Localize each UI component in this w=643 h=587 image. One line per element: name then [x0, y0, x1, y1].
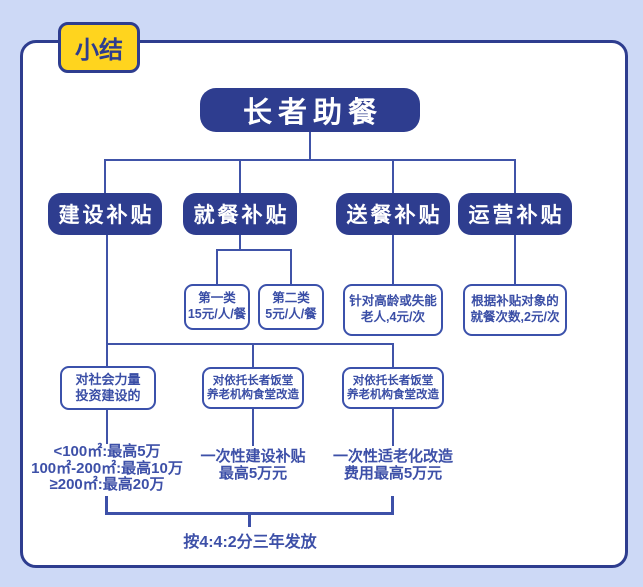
- bracket-line: [248, 512, 251, 527]
- connector-line: [216, 249, 292, 251]
- detail-line: 费用最高5万元: [343, 465, 443, 482]
- construction-canteen2-box: 对依托长者饭堂 养老机构食堂改造: [342, 367, 444, 409]
- summary-badge: 小结: [58, 22, 140, 73]
- main-title: 长者助餐: [200, 88, 420, 132]
- dining-category-2-line2: 5元/人/餐: [265, 307, 317, 321]
- connector-line: [239, 234, 241, 251]
- connector-line: [392, 343, 394, 367]
- dining-category-1-line2: 15元/人/餐: [187, 307, 247, 321]
- connector-line: [392, 408, 394, 446]
- construction-canteen1-line2: 养老机构食堂改造: [207, 389, 299, 401]
- branch-operation: 运营补贴: [458, 193, 572, 235]
- connector-line: [309, 130, 311, 160]
- construction-social-line2: 投资建设的: [75, 388, 141, 403]
- detail-line: 100㎡-200㎡:最高10万: [31, 459, 183, 477]
- payout-footnote: 按4:4:2分三年发放: [183, 534, 317, 551]
- connector-line: [106, 343, 394, 345]
- construction-canteen2-line1: 对依托长者饭堂: [352, 374, 434, 387]
- construction-canteen2-line2: 养老机构食堂改造: [347, 389, 439, 401]
- delivery-detail-line2: 老人,4元/次: [361, 310, 425, 324]
- bracket-line: [105, 496, 108, 515]
- delivery-detail-line1: 针对高龄或失能: [349, 294, 437, 309]
- bracket-line: [391, 496, 394, 515]
- connector-line: [392, 234, 394, 285]
- operation-detail-line1: 根据补贴对象的: [471, 294, 559, 309]
- branch-delivery: 送餐补贴: [336, 193, 450, 235]
- detail-line: 一次性适老化改造: [332, 448, 453, 465]
- connector-line: [216, 249, 218, 285]
- connector-line: [392, 159, 394, 194]
- dining-category-2-line1: 第二类: [272, 291, 310, 306]
- dining-category-1-box: 第一类 15元/人/餐: [184, 284, 250, 330]
- dining-category-1-line1: 第一类: [198, 291, 236, 306]
- connector-line: [106, 234, 108, 367]
- connector-line: [514, 159, 516, 194]
- connector-line: [252, 343, 254, 367]
- construction-canteen1-line1: 对依托长者饭堂: [212, 374, 294, 387]
- connector-line: [104, 159, 106, 194]
- operation-detail-box: 根据补贴对象的 就餐次数,2元/次: [463, 284, 567, 336]
- detail-line: <100㎡:最高5万: [53, 443, 161, 460]
- branch-dining: 就餐补贴: [183, 193, 297, 235]
- branch-construction: 建设补贴: [48, 193, 162, 235]
- construction-social-box: 对社会力量 投资建设的: [60, 366, 156, 410]
- construction-social-line1: 对社会力量: [75, 371, 141, 387]
- construction-social-detail: <100㎡:最高5万 100㎡-200㎡:最高10万 ≥200㎡:最高20万: [22, 443, 192, 494]
- connector-line: [106, 409, 108, 444]
- operation-detail-line2: 就餐次数,2元/次: [470, 310, 560, 324]
- detail-line: ≥200㎡:最高20万: [49, 476, 165, 493]
- construction-canteen1-box: 对依托长者饭堂 养老机构食堂改造: [202, 367, 304, 409]
- construction-canteen2-detail: 一次性适老化改造 费用最高5万元: [318, 448, 468, 482]
- delivery-detail-box: 针对高龄或失能 老人,4元/次: [343, 284, 443, 336]
- connector-line: [290, 249, 292, 285]
- detail-line: 一次性建设补贴: [200, 448, 306, 465]
- connector-line: [239, 159, 241, 194]
- detail-line: 最高5万元: [218, 465, 288, 482]
- connector-line: [252, 408, 254, 446]
- connector-line: [514, 234, 516, 285]
- dining-category-2-box: 第二类 5元/人/餐: [258, 284, 324, 330]
- construction-canteen1-detail: 一次性建设补贴 最高5万元: [178, 448, 328, 482]
- connector-line: [104, 159, 516, 161]
